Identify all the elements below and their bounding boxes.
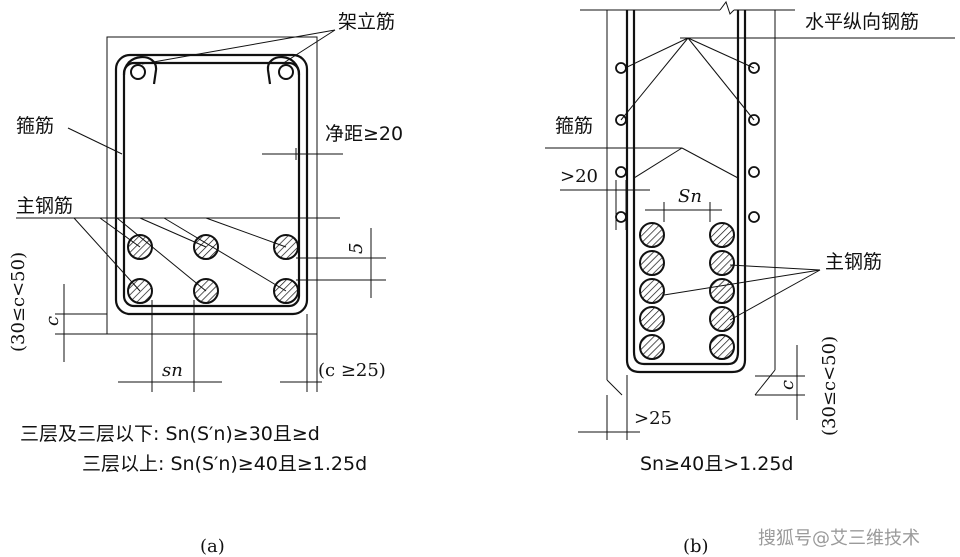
stirrup-hook-right xyxy=(266,56,301,85)
horizontal-bar xyxy=(615,62,627,74)
dim-gt25: >25 xyxy=(634,408,672,429)
beam-section-outline xyxy=(106,36,318,335)
label-main-bar-b: 主钢筋 xyxy=(825,251,882,273)
main-bar xyxy=(639,334,665,360)
dim-gt20: >20 xyxy=(560,166,598,187)
horizontal-bar xyxy=(615,166,627,178)
stirrup-hook-left xyxy=(122,56,158,85)
watermark: 搜狐号@艾三维技术 xyxy=(758,528,920,549)
label-horizontal-bar: 水平纵向钢筋 xyxy=(805,11,919,33)
main-bar xyxy=(639,278,665,304)
dim-Sn-b: Sn xyxy=(678,186,702,207)
horizontal-bar xyxy=(748,166,760,178)
figure-b: 水平纵向钢筋 箍筋 >20 Sn 主钢筋 c (30≤c<50) xyxy=(545,0,955,557)
cover-min-a: (c ≥25) xyxy=(318,360,386,381)
dim-c: c xyxy=(42,316,63,326)
label-clear-spacing: 净距≥20 xyxy=(325,123,403,145)
main-bar xyxy=(709,278,735,304)
erection-bar xyxy=(130,64,146,80)
stirrup-outer xyxy=(114,53,309,316)
dim-c-b: c xyxy=(777,380,798,390)
main-bar xyxy=(709,222,735,248)
label-stirrup: 箍筋 xyxy=(16,115,54,137)
figure-a: 架立筋 箍筋 主钢筋 净距≥20 5 c (30≤c<50) sn xyxy=(8,11,403,557)
horizontal-bar xyxy=(748,211,760,223)
main-bar xyxy=(639,250,665,276)
dim-sn: sn xyxy=(162,360,183,381)
main-bar xyxy=(639,306,665,332)
rule-a-2: 三层以上: Sn(S′n)≥40且≥1.25d xyxy=(82,453,367,475)
c-range-a: (30≤c<50) xyxy=(8,252,29,352)
main-bar xyxy=(639,222,665,248)
stirrup-inner xyxy=(122,61,301,308)
figure-a-label: (a) xyxy=(200,536,225,557)
label-main-bar: 主钢筋 xyxy=(16,195,73,217)
horizontal-bar xyxy=(615,211,627,223)
label-stirrup-b: 箍筋 xyxy=(555,115,593,137)
erection-bar xyxy=(278,64,294,80)
label-erection-bar: 架立筋 xyxy=(338,11,395,33)
rule-a-1: 三层及三层以下: Sn(S′n)≥30且≥d xyxy=(20,423,320,445)
figure-b-label: (b) xyxy=(683,536,709,557)
main-bar xyxy=(709,334,735,360)
main-bar xyxy=(709,250,735,276)
rule-b: Sn≥40且>1.25d xyxy=(640,453,794,475)
main-bar xyxy=(709,306,735,332)
dim-5: 5 xyxy=(346,243,367,254)
c-range-b: (30≤c<50) xyxy=(819,336,840,436)
